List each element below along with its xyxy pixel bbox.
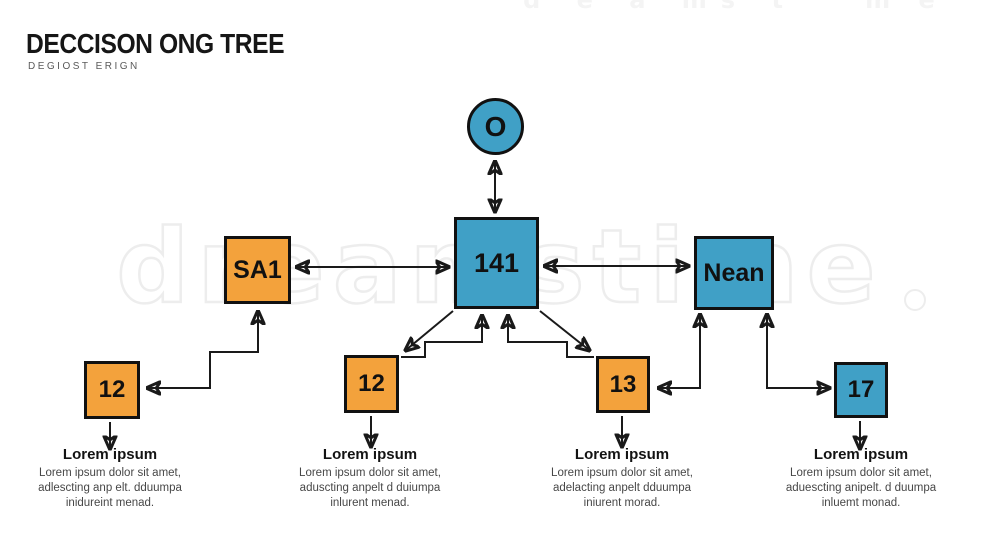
connector-left-leaf1 [148,312,258,388]
node-leaf2-label: 12 [358,370,385,397]
node-center: 141 [454,217,539,309]
leaf-text-4-line: Lorem ipsum dolor sit amet, [790,467,932,479]
leaf-text-3-heading: Lorem ipsum [574,446,670,463]
node-leaf3: 13 [596,356,650,413]
leaf-text-1-line: Lorem ipsum dolor sit amet, [39,467,181,479]
connector-right-leaf3 [659,315,700,388]
node-leaf1: 12 [84,361,140,419]
leaf-text-2-heading: Lorem ipsum [322,446,418,463]
leaf-text-4-line: aduescting anipelt. d duumpa [785,482,937,495]
node-center-label: 141 [473,247,520,278]
node-left-label: SA1 [233,255,282,284]
node-leaf4-label: 17 [847,376,875,403]
node-leaf4: 17 [834,362,888,418]
connector-center-leaf2-diagonal [406,310,454,350]
node-leaf3-label: 13 [609,370,637,398]
leaf-text-3: Lorem ipsum Lorem ipsum dolor sit amet, … [527,446,717,512]
leaf-text-1-line: adlescting anp elt. dduumpa [38,482,182,495]
page-subtitle: DEGIOST ERIGN [28,61,140,72]
node-root-label: O [484,110,507,142]
leaf-text-3-line: iniurent morad. [583,497,661,510]
node-right-label: Nean [703,258,765,287]
leaf-text-3-line: Lorem ipsum dolor sit amet, [551,467,693,479]
leaf-text-3-line: adelacting anpelt dduumpa [552,482,692,495]
page-title: DECCISON ONG TREE [26,28,285,59]
node-right: Nean [694,236,774,310]
leaf-text-1-line: inidureint menad. [65,497,155,510]
leaf-text-2-line: aduscting anpelt d duiumpa [299,482,441,495]
node-left: SA1 [224,236,291,304]
leaf-text-4: Lorem ipsum Lorem ipsum dolor sit amet, … [766,446,956,512]
leaf-text-2: Lorem ipsum Lorem ipsum dolor sit amet, … [275,446,465,512]
leaf-text-4-line: inluemt monad. [821,497,901,510]
node-leaf2: 12 [344,355,399,413]
leaf-text-2-line: Lorem ipsum dolor sit amet, [299,467,441,479]
connector-leaf2-center-step [401,316,482,358]
connector-right-leaf4 [767,315,829,388]
node-leaf1-label: 12 [98,376,126,403]
leaf-text-1-heading: Lorem ipsum [62,446,158,463]
connector-leaf3-center-step [508,316,594,358]
node-root: O [467,98,524,155]
leaf-text-1: Lorem ipsum Lorem ipsum dolor sit amet, … [15,446,205,512]
leaf-text-2-line: inlurent menad. [330,497,410,510]
connector-center-leaf3-diagonal [539,310,589,350]
leaf-text-4-heading: Lorem ipsum [813,446,909,463]
